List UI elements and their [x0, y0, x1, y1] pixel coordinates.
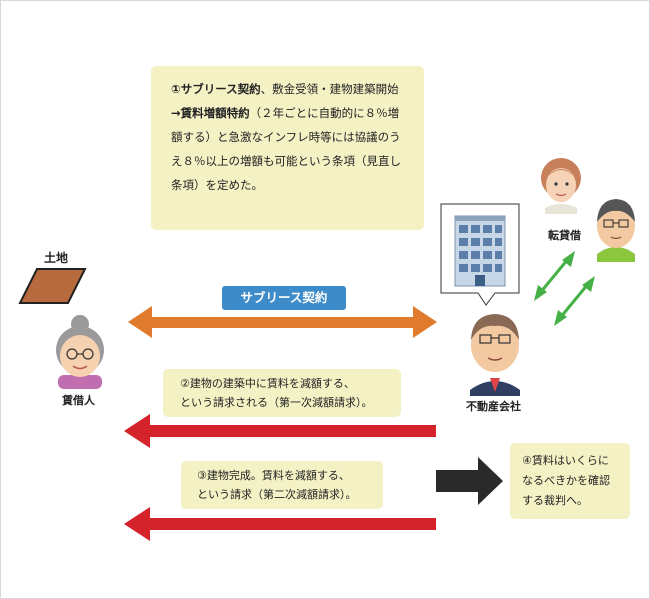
note2-line2: という請求される（第一次減額請求）。: [180, 396, 373, 409]
businessman-icon: [470, 314, 520, 396]
to-court-arrow: [436, 457, 503, 505]
second-reduction-arrow: [124, 507, 436, 541]
sublet-double-arrow-2: [554, 276, 595, 326]
note1-line3: 額する）と急激なインフレ時等には協議のう: [171, 130, 401, 144]
note3-line2: という請求（第二次減額請求）。: [197, 488, 357, 501]
note2-line1: ②建物の建築中に賃料を減額する、: [180, 377, 355, 390]
note4-line3: する裁判へ。: [522, 494, 588, 507]
note4-line1: ④賃料はいくらに: [522, 454, 609, 467]
note-sublease-terms: ①サブリース契約、敷金受領・建物建築開始 →賃料増額特約（２年ごとに自動的に８％…: [151, 66, 424, 230]
note3-line1: ③建物完成。賃料を減額する、: [197, 469, 350, 482]
lessor-label: 賃借人: [62, 394, 95, 407]
sublet-double-arrow-1: [534, 251, 575, 301]
sublease-contract-badge: サブリース契約: [222, 286, 346, 310]
first-reduction-arrow: [124, 414, 436, 448]
note-first-reduction: ②建物の建築中に賃料を減額する、 という請求される（第一次減額請求）。: [163, 369, 401, 417]
note1-line4: え８％以上の増額も可能という条項（見直し: [171, 154, 401, 168]
company-label: 不動産会社: [466, 400, 521, 413]
note4-line2: なるべきかを確認: [522, 474, 610, 487]
land-label: 土地: [44, 251, 69, 265]
man-glasses-icon: [597, 199, 635, 262]
young-woman-icon: [541, 158, 581, 214]
sublease-double-arrow: [128, 306, 437, 338]
note-court: ④賃料はいくらに なるべきかを確認 する裁判へ。: [510, 443, 630, 519]
building-speech-bubble: [440, 203, 520, 306]
note1-line5: 条項）を定めた。: [171, 178, 263, 192]
note1-line1-rest: 、敷金受領・建物建築開始: [260, 82, 399, 96]
elderly-woman-icon: [56, 315, 104, 389]
note1-line1-bold: ①サブリース契約: [171, 82, 261, 96]
apartment-building-icon: [454, 215, 506, 287]
note1-line2-bold: →賃料増額特約: [171, 106, 250, 120]
note1-line2-rest: （２年ごとに自動的に８％増: [249, 106, 400, 120]
sublessee-label: 転貸借: [548, 229, 581, 242]
note-second-reduction: ③建物完成。賃料を減額する、 という請求（第二次減額請求）。: [181, 461, 383, 509]
land-parcel-icon: [18, 268, 87, 304]
